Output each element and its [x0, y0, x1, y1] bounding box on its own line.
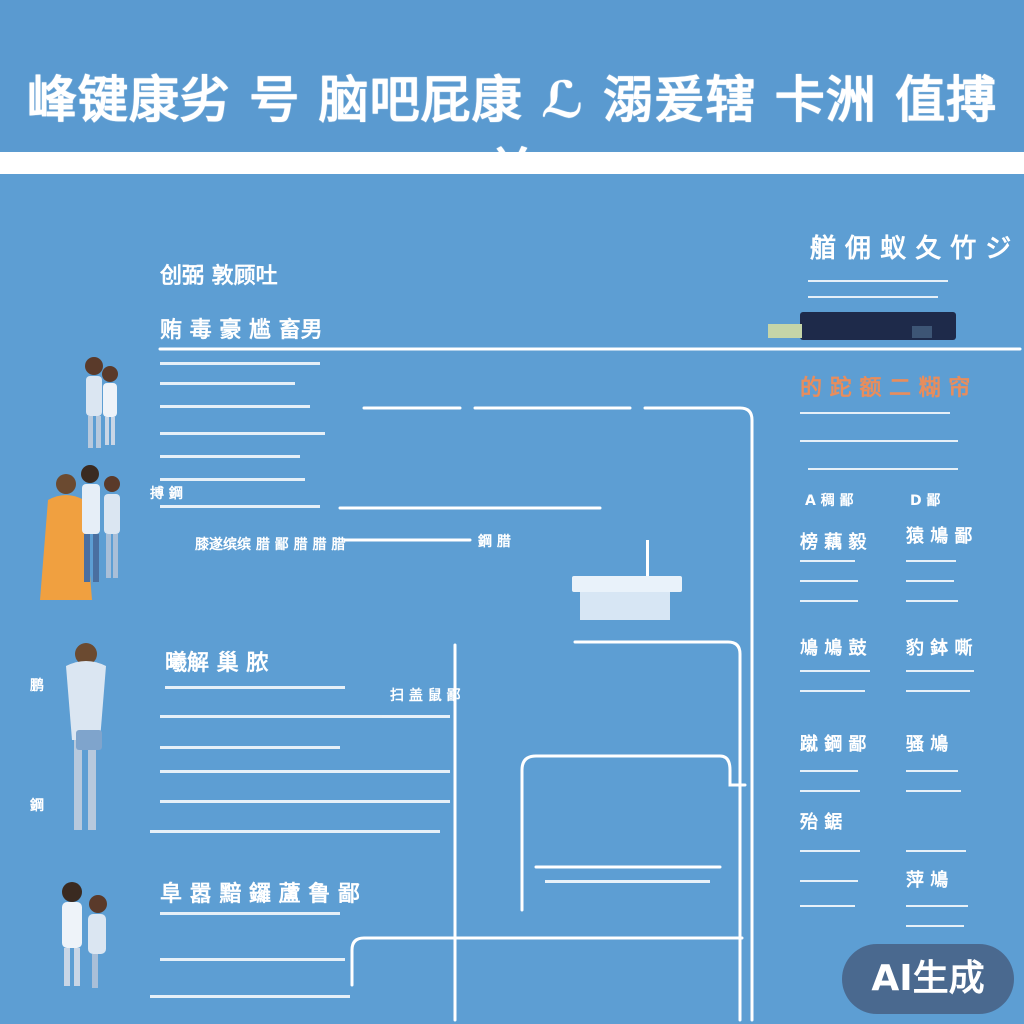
text-line	[160, 505, 320, 508]
text-line	[160, 432, 325, 435]
text-line	[150, 830, 440, 833]
section-2-title: 曦解 巢 脓	[165, 651, 269, 676]
text-line	[800, 600, 858, 602]
text-line	[906, 770, 958, 772]
text-line	[800, 670, 870, 672]
text-line	[160, 715, 450, 718]
col-b-item-1: 猿 鳩 鄙	[906, 526, 973, 547]
device-port	[912, 326, 932, 338]
text-line	[160, 912, 340, 915]
text-line	[906, 905, 968, 907]
text-line	[800, 412, 950, 414]
text-line	[808, 296, 938, 298]
left-caption-1: 搏 鋼	[150, 486, 183, 502]
text-line	[906, 690, 970, 692]
col-b-item-2: 豹 鉢 嘶	[906, 638, 973, 659]
text-line	[160, 362, 320, 365]
text-line	[906, 580, 954, 582]
text-line	[800, 690, 865, 692]
text-line	[800, 560, 855, 562]
col-a-item-3: 蹴 鋼 鄙	[800, 734, 867, 755]
left-heading-2: 贿 毒 豪 尴 畜男	[160, 318, 323, 343]
text-line	[160, 770, 450, 773]
text-line	[808, 280, 948, 282]
section-2-row: 膝遂缤缤 腊 鄙 腊 腊 腊	[195, 537, 346, 553]
col-b-item-3: 骚 鳩	[906, 734, 949, 755]
col-a-item-4: 殆 鋸	[800, 812, 843, 833]
text-line	[165, 686, 345, 689]
text-line	[808, 468, 958, 470]
box-illustration	[572, 540, 682, 620]
side-word-1: 鹏	[30, 678, 44, 694]
device-illustration	[768, 312, 956, 340]
people-illustration-3	[66, 643, 106, 830]
text-line	[160, 382, 295, 385]
box-antenna	[646, 540, 649, 576]
right-title: 艏 佣 蚁 夂 竹 ジ	[810, 234, 1012, 264]
text-line	[800, 905, 855, 907]
connector-f	[573, 640, 742, 1022]
text-line	[160, 405, 310, 408]
people-illustration-4	[62, 882, 107, 988]
text-line	[160, 746, 340, 749]
section-3-title: 阜 嚣 黯 鑼 蘆 鲁 鄙	[160, 882, 360, 907]
text-line	[160, 958, 345, 961]
text-line	[800, 880, 858, 882]
box-lid	[572, 576, 682, 592]
connector-lines	[158, 347, 1022, 1022]
col-a-item-2: 鳩 鳩 鼓	[800, 638, 867, 659]
right-text-lines	[800, 280, 974, 927]
connector-g	[520, 754, 747, 912]
box-body	[580, 592, 670, 620]
text-line	[906, 670, 974, 672]
section-2-sub: 扫 盖 鼠 鄙	[390, 688, 461, 704]
right-accent-title: 的 跎 额 二 糊 帘	[800, 376, 971, 401]
device-body	[800, 312, 956, 340]
text-line	[150, 995, 350, 998]
text-line	[160, 455, 300, 458]
col-a-item-1: 榜 藕 毅	[800, 532, 867, 553]
text-line	[800, 790, 860, 792]
col-b-item-4: 萍 鳩	[906, 870, 949, 891]
text-line	[906, 560, 956, 562]
people-illustration-1	[85, 357, 118, 448]
text-line	[906, 925, 964, 927]
text-line	[545, 880, 710, 883]
left-text-lines	[150, 362, 710, 998]
ai-generated-badge: AI生成	[842, 944, 1014, 1014]
text-line	[160, 478, 305, 481]
col-b-label: D 鄙	[910, 493, 941, 509]
text-line	[800, 850, 860, 852]
connector-i	[350, 936, 744, 987]
left-heading-1: 创弼 敦顾吐	[160, 264, 278, 289]
text-line	[906, 600, 958, 602]
people-illustration-2	[40, 465, 120, 600]
text-line	[160, 800, 450, 803]
text-line	[906, 850, 966, 852]
text-line	[800, 440, 958, 442]
connector-c	[643, 406, 754, 1022]
section-2-tail: 鋼 腊	[478, 534, 511, 550]
col-a-label: A 稠 鄙	[805, 493, 854, 509]
page-title: 峰键康劣 号 脑吧屁康 ℒ 溺爰辖 卡洲 值搏 关	[26, 71, 998, 201]
text-line	[800, 580, 858, 582]
side-word-2: 鋼	[30, 798, 44, 814]
text-line	[800, 770, 858, 772]
text-line	[906, 790, 961, 792]
header-band	[0, 0, 1024, 150]
header-divider	[0, 152, 1024, 174]
device-plug	[768, 324, 802, 338]
